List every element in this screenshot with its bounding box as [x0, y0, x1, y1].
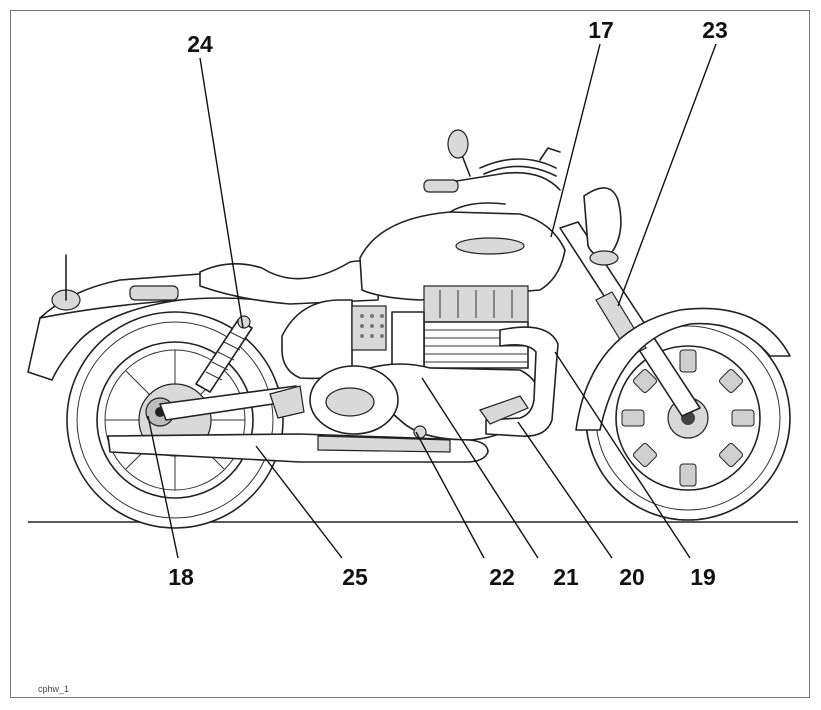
figure-caption: cphw_1 [38, 684, 69, 694]
air-filter [351, 305, 387, 351]
headlamp [583, 187, 622, 257]
footrest [479, 395, 529, 425]
indicator-front [589, 250, 619, 266]
handlebar [423, 129, 561, 193]
callout-20: 20 [619, 564, 645, 590]
front-fender [575, 307, 791, 431]
callout-23: 23 [702, 17, 728, 43]
rear-shock [195, 315, 253, 393]
callout-18: 18 [168, 564, 194, 590]
rear-wheel [66, 311, 284, 529]
front-wheel [585, 315, 791, 521]
callout-17: 17 [588, 17, 614, 43]
leader-lines [147, 43, 717, 559]
callout-25: 25 [342, 564, 368, 590]
callout-21: 21 [553, 564, 579, 590]
fuel-tank [359, 202, 566, 301]
rear-fender [27, 254, 263, 381]
exhaust-downpipe [485, 326, 559, 437]
callout-19: 19 [690, 564, 716, 590]
callout-24: 24 [187, 31, 213, 57]
callout-22: 22 [489, 564, 515, 590]
